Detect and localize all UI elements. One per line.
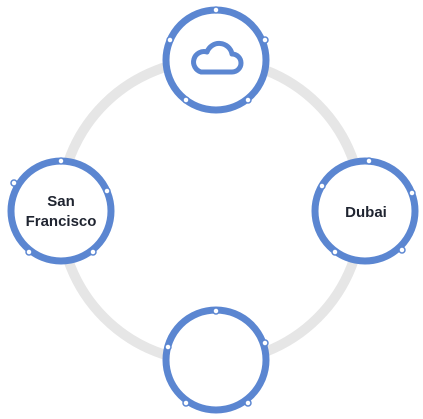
ring-dot — [261, 36, 269, 44]
ring-dot — [408, 189, 416, 197]
node-left: San Francisco — [7, 157, 115, 265]
node-left-dots — [10, 157, 111, 256]
ring-dot — [212, 6, 220, 14]
ring-dot — [244, 399, 252, 407]
node-right: Dubai — [311, 157, 419, 265]
ring-dot — [182, 399, 190, 407]
ring-dot — [212, 307, 220, 315]
ring-dot — [57, 157, 65, 165]
ring-dot — [182, 96, 190, 104]
ring-dot — [398, 246, 406, 254]
node-right-label: Dubai — [345, 204, 387, 221]
node-left-ring — [7, 157, 115, 265]
ring-dot — [318, 182, 326, 190]
cloud-icon — [191, 40, 244, 75]
ring-dot — [89, 248, 97, 256]
node-right-ring — [311, 157, 419, 265]
node-bottom-dots — [164, 307, 269, 407]
ring-dot — [103, 187, 111, 195]
node-top-ring — [162, 6, 270, 114]
ring-dot — [166, 36, 174, 44]
ring-dot — [164, 343, 172, 351]
ring-dot — [331, 248, 339, 256]
ring-dot — [244, 96, 252, 104]
node-left-label-line1: San — [47, 193, 75, 210]
node-bottom — [162, 306, 270, 414]
node-right-dots — [318, 157, 416, 256]
node-top-dots — [166, 6, 269, 104]
ring-dot — [25, 248, 33, 256]
ring-dot — [365, 157, 373, 165]
ring-dot — [261, 339, 269, 347]
node-top — [162, 6, 270, 114]
node-left-label-line2: Francisco — [26, 213, 97, 230]
node-bottom-ring — [162, 306, 270, 414]
ring-dot — [10, 179, 18, 187]
